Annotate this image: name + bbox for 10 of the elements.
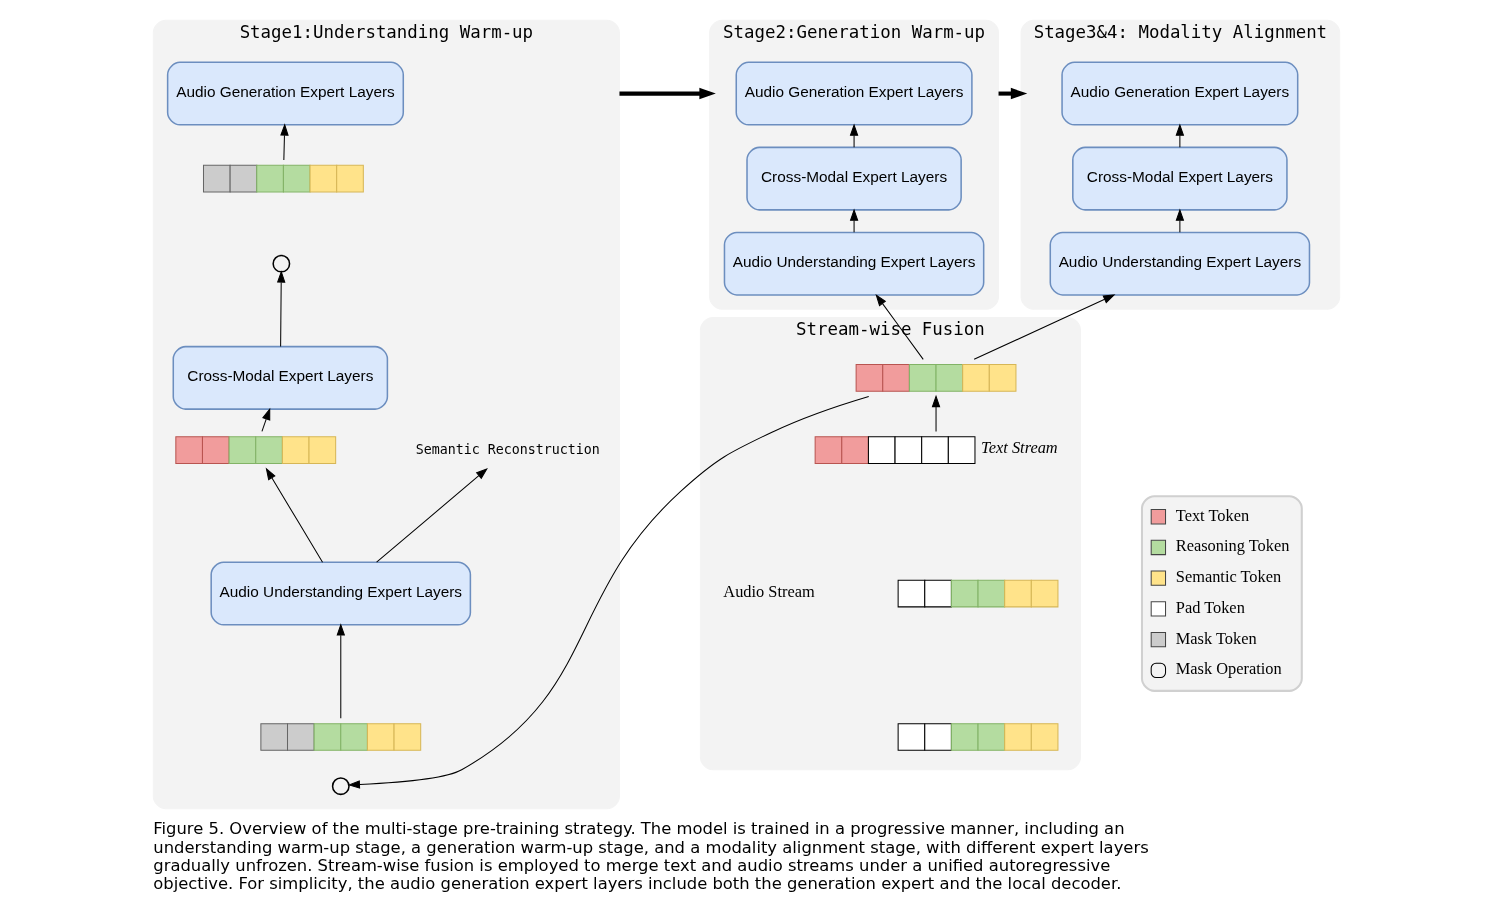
label: Audio Stream [722,582,815,602]
legend-label: Pad Token [1175,597,1245,617]
legend-label: Text Token [1175,505,1249,525]
legend-label: Mask Operation [1175,659,1282,679]
legend-label: Semantic Token [1175,567,1281,587]
caption: Figure 5. Overview of the multi-stage pre-training strategy. The model is trained in a progressive manner, including an understanding warm-up stage, a generation warm-up stage, and a modality alignment stage, with different expert layers gradually unfrozen. Stream-wise fusion is employed to merge text and audio streams under a unified autoregressive objective. For simplicity, the audio generation expert layers include both the generation expert and the local decoder. [152,819,1149,894]
node-text: Semantic Reconstruction [415,441,600,457]
legend-label: Reasoning Token [1175,536,1289,556]
legend-label: Mask Token [1175,628,1257,648]
node-label: Text Stream [980,437,1058,457]
